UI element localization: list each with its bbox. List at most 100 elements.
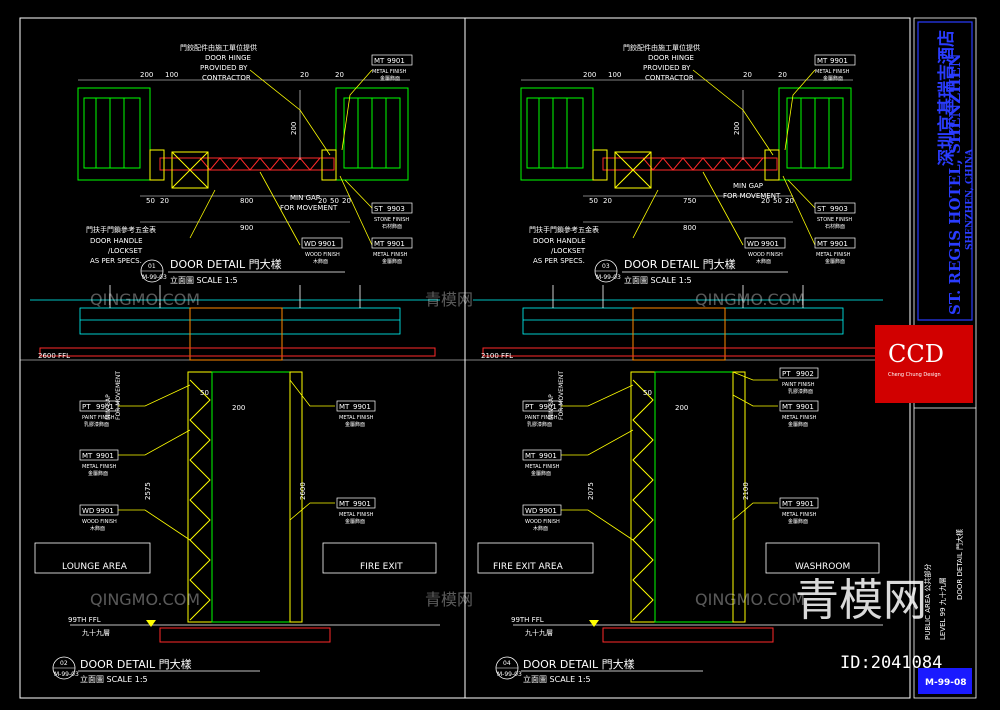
area-public: PUBLIC AREA 公共部分 — [923, 564, 932, 640]
handle-note-en: DOOR HANDLE — [533, 237, 586, 245]
ceiling-level: 2100 FFL — [481, 352, 513, 360]
hinge-note-cn: 門鉸配件由施工單位提供 — [623, 43, 700, 52]
tag-code: MT — [782, 403, 793, 411]
subtitle: 立面圖 SCALE 1:5 — [170, 275, 238, 285]
tag-mt2: MT 9901 METAL FINISH 金屬飾面 — [371, 237, 413, 265]
elevation-labels-right: 2100 FFL 99TH FFL 九十九層 MIN GAP FOR MOVEM… — [481, 352, 850, 684]
door-stop — [289, 371, 303, 623]
tag-cn: 金屬飾面 — [345, 518, 365, 525]
right-tag-2: MT 9901 METAL FINISH 金屬飾面 — [779, 400, 819, 428]
title: DOOR DETAIL 門大樣 — [80, 657, 192, 671]
specs: AS PER SPECS. — [90, 257, 142, 265]
floor-slab — [70, 624, 440, 643]
callout-ref: M-99-03 — [142, 274, 167, 281]
dim-top-4: 20 — [778, 71, 787, 79]
tag-mt2-num: 9901 — [830, 240, 848, 248]
hinge-note-cn: 門鉸配件由施工單位提供 — [180, 43, 257, 52]
door-plan-detail-left — [77, 69, 410, 246]
tag-code: PT — [82, 403, 91, 411]
floor-level: 99TH FFL — [68, 616, 101, 624]
dim-side: 200 — [733, 122, 741, 135]
title: DOOR DETAIL 門大樣 — [523, 657, 635, 671]
left-tag-2: MT 9901 METAL FINISH 金屬飾面 — [79, 449, 119, 477]
hinge-note-en: DOOR HINGE — [205, 54, 251, 62]
hotel-location: SHENZHEN, CHINA — [965, 148, 975, 250]
watermarks: QINGMO.COM 青模网 QINGMO.COM QINGMO.COM 青模网… — [90, 290, 805, 609]
sheet-title: DOOR DETAIL 門大樣 — [955, 529, 964, 600]
watermark-big: 青模网 — [795, 575, 927, 626]
tag-mt: 9901 MT METAL FINISH 金屬飾面 — [371, 54, 413, 82]
tag-num: 9901 — [96, 452, 114, 460]
callout-num: 02 — [60, 660, 68, 667]
tag-wd-code: WD — [747, 240, 759, 248]
dim-bottom: 800 — [683, 224, 696, 232]
dim-mid-5: 50 — [773, 197, 782, 205]
elevation-labels-left: 2600 FFL 99TH FFL 九十九層 MIN GAP FOR MOVEM… — [38, 352, 403, 684]
area-level: LEVEL 99 九十九層 — [938, 577, 947, 640]
dim-mid-5: 50 — [330, 197, 339, 205]
right-tag-3: MT 9901 METAL FINISH 金屬飾面 — [779, 497, 819, 525]
floor-level: 99TH FFL — [511, 616, 544, 624]
dim-left: 2075 — [587, 482, 595, 500]
tag-code: MT — [525, 452, 536, 460]
right-tag-1: MT 9901 METAL FINISH 金屬飾面 — [336, 400, 376, 428]
tag-mt-cn: 金屬飾面 — [823, 75, 843, 82]
tag-cn: 乳膠漆飾面 — [527, 421, 552, 428]
watermark-cn-1: 青模网 — [425, 290, 473, 309]
floor-slab — [513, 624, 883, 643]
tag-cn: 乳膠漆飾面 — [788, 388, 813, 395]
tag-code: PT — [782, 370, 791, 378]
for-movement: FOR MOVEMENT — [115, 371, 122, 420]
dim-mid-3: 800 — [240, 197, 253, 205]
contractor: CONTRACTOR — [202, 74, 251, 82]
contractor: CONTRACTOR — [645, 74, 694, 82]
handle-note-en: DOOR HANDLE — [90, 237, 143, 245]
for-movement: FOR MOVEMENT — [558, 371, 565, 420]
title-block: 深圳京基瑞吉酒店 ST. REGIS HOTEL, SHENZHEN SHENZ… — [875, 17, 977, 699]
tag-mt2-num: 9901 — [387, 240, 405, 248]
ceiling-finish — [39, 347, 436, 357]
tag-num: 9901 — [539, 403, 557, 411]
area-boxes — [477, 542, 880, 574]
tag-num: 9901 — [96, 507, 114, 515]
subtitle: 立面圖 SCALE 1:5 — [624, 275, 692, 285]
tag-desc: PAINT FINISH — [525, 415, 558, 421]
handle-note-cn: 門扶手門鎖參考五金表 — [529, 225, 599, 234]
tag-wd-cn: 木飾面 — [313, 258, 328, 265]
tag-cn: 金屬飾面 — [788, 421, 808, 428]
left-tag-1: PT 9901 PAINT FINISH 乳膠漆飾面 — [79, 400, 119, 428]
tag-st-cn: 石材飾面 — [382, 223, 402, 230]
ceiling-structure — [30, 299, 440, 335]
ceiling-hangers — [109, 285, 361, 308]
watermark-site-4: QINGMO.COM — [695, 590, 805, 609]
min-gap: MIN GAP — [290, 194, 320, 202]
dim-mid-2: 20 — [160, 197, 169, 205]
tag-desc: METAL FINISH — [339, 415, 374, 421]
ccd-logo — [875, 325, 973, 403]
tag-desc: WOOD FINISH — [82, 519, 117, 525]
dim-width: 200 — [675, 404, 688, 412]
tag-cn: 乳膠漆飾面 — [84, 421, 109, 428]
tag-st-code: ST — [374, 205, 383, 213]
tag-wd-cn: 木飾面 — [756, 258, 771, 265]
tag-cn: 木飾面 — [533, 525, 548, 532]
for-movement: FOR MOVEMENT — [723, 192, 781, 200]
hinge-note-en: DOOR HINGE — [648, 54, 694, 62]
tag-st-num: 9903 — [387, 205, 405, 213]
ceiling-hangers — [552, 285, 804, 308]
tag-mt-desc: METAL FINISH — [815, 69, 850, 75]
tag-cn: 木飾面 — [90, 525, 105, 532]
tag-num: 9901 — [353, 500, 371, 508]
tag-num: 9901 — [353, 403, 371, 411]
tag-desc: PAINT FINISH — [782, 382, 815, 388]
min-gap: MIN GAP — [105, 394, 112, 420]
dim-mid-6: 20 — [785, 197, 794, 205]
dim-top-1: 200 — [583, 71, 596, 79]
tag-mt-cn: 金屬飾面 — [380, 75, 400, 82]
drawing-title: 01 M-99-03 DOOR DETAIL 門大樣 立面圖 SCALE 1:5 — [140, 257, 345, 285]
drawing-title: 03 M-99-03 DOOR DETAIL 門大樣 立面圖 SCALE 1:5 — [594, 257, 788, 285]
tag-num: 9901 — [539, 452, 557, 460]
provided-by: PROVIDED BY — [200, 64, 248, 72]
tag-mt-code: MT — [374, 57, 385, 65]
dim-top-1: 200 — [140, 71, 153, 79]
